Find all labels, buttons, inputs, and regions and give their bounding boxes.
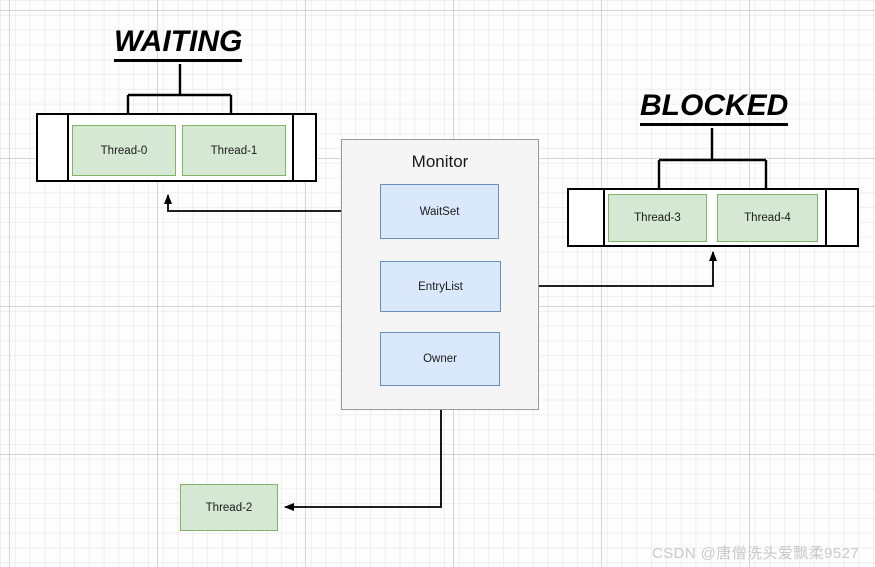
monitor-slot-waitset[interactable]: WaitSet xyxy=(380,184,499,239)
thread-box-thread-2[interactable]: Thread-2 xyxy=(180,484,278,531)
thread-box-thread-0[interactable]: Thread-0 xyxy=(72,125,176,176)
monitor-slot-owner[interactable]: Owner xyxy=(380,332,500,386)
thread-box-thread-3[interactable]: Thread-3 xyxy=(608,194,707,242)
blocked-state-title: BLOCKED xyxy=(640,90,789,126)
blocked-queue-divider-right xyxy=(825,190,827,245)
waiting-queue-divider-right xyxy=(292,115,294,180)
thread-box-thread-4[interactable]: Thread-4 xyxy=(717,194,818,242)
csdn-watermark: CSDN @唐僧洗头爱飘柔9527 xyxy=(652,545,860,562)
thread-box-thread-1[interactable]: Thread-1 xyxy=(182,125,286,176)
waiting-queue-divider-left xyxy=(67,115,69,180)
blocked-queue-divider-left xyxy=(603,190,605,245)
monitor-slot-entrylist[interactable]: EntryList xyxy=(380,261,501,312)
monitor-title: Monitor xyxy=(411,152,469,171)
waiting-state-title: WAITING xyxy=(114,26,243,62)
